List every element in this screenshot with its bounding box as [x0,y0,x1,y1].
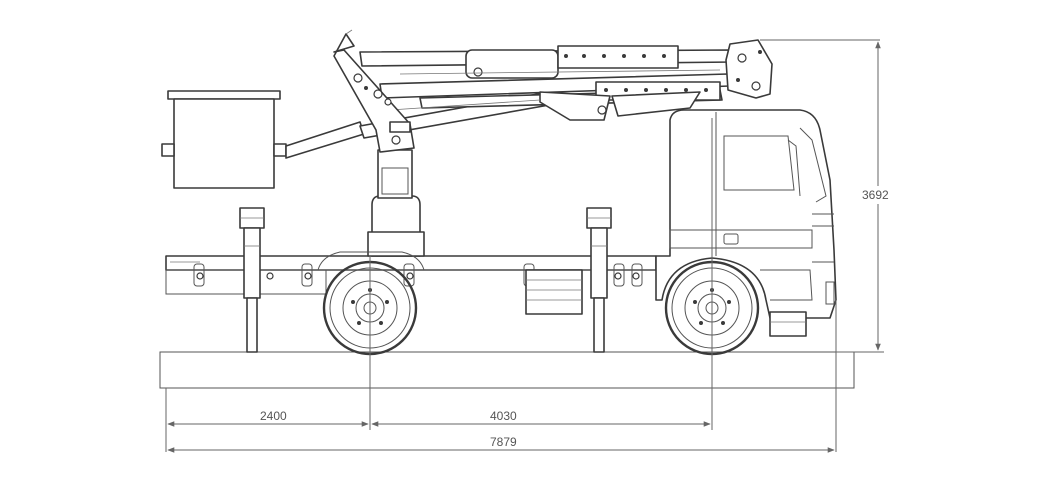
rear-overhang-label: 2400 [260,409,287,423]
lifting-arm [333,29,415,153]
truck-cab [655,109,837,337]
main-boom [359,45,735,121]
work-basket [161,90,287,189]
rear-overhang-dimension: 2400 [167,409,369,427]
height-dimension: 3692 [760,39,889,353]
overall-length-dimension: 7879 [167,435,835,453]
dimension-extension-lines [165,118,837,452]
height-label: 3692 [862,188,889,202]
ground-platform [159,351,855,389]
front-outrigger [586,207,612,353]
rear-outrigger [239,207,265,353]
overall-length-label: 7879 [490,435,517,449]
wheelbase-label: 4030 [490,409,517,423]
boom-head [725,39,773,99]
wheelbase-dimension: 4030 [371,409,711,427]
turret-column [367,149,425,257]
